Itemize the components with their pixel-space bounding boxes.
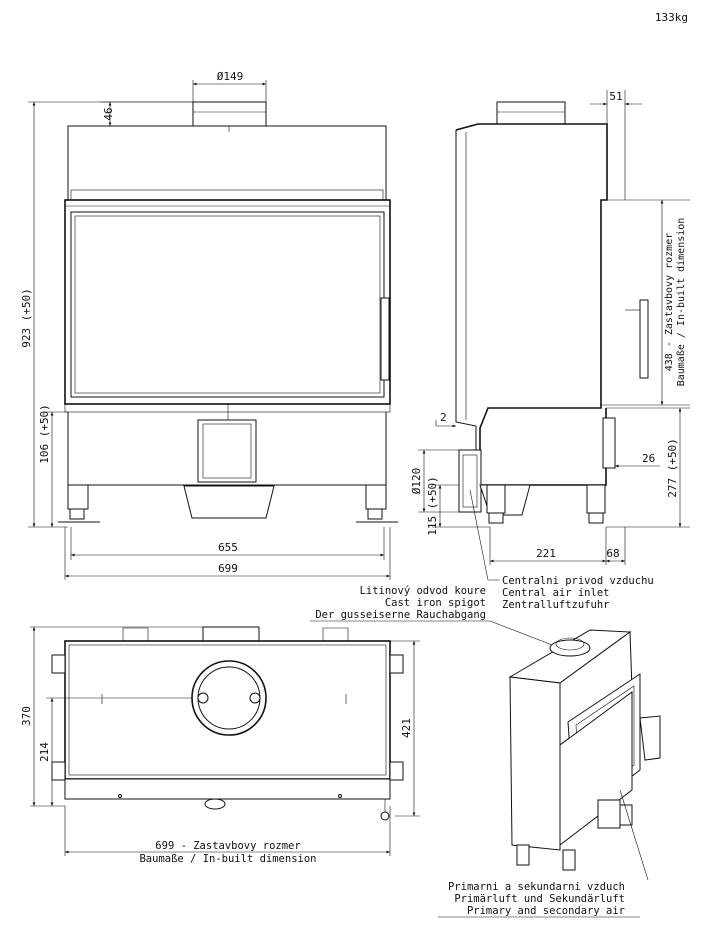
- svg-text:Primarni a sekundarni vzduch: Primarni a sekundarni vzduch: [448, 881, 625, 893]
- dim-builtin-side: 438 - Zastavbovy rozmer: [664, 233, 675, 371]
- dim-gap: 2: [440, 411, 447, 424]
- dim-68: 68: [606, 547, 619, 560]
- primary-air-label: Primarni a sekundarni vzduch Primärluft …: [438, 881, 640, 918]
- dim-total-height: 923 (+50): [20, 288, 33, 348]
- dim-flue-diameter: Ø149: [217, 70, 244, 83]
- dim-221: 221: [536, 547, 556, 560]
- spigot-label: Litinový odvod koure Cast iron spigot De…: [310, 585, 561, 649]
- dim-width-text: 699 - Zastavbovy rozmer: [155, 840, 300, 852]
- dim-total-width: 699: [218, 562, 238, 575]
- dim-277: 277 (+50): [666, 438, 679, 498]
- dim-214: 214: [38, 742, 51, 762]
- top-view: 370 214 421 699 - Zastavbovy rozmer Baum…: [20, 626, 420, 865]
- side-view: 51 438 - Zastavbovy rozmer Baumaße / In-…: [410, 90, 690, 581]
- front-legs: [58, 484, 398, 523]
- svg-text:Litinový odvod koure: Litinový odvod koure: [360, 585, 486, 597]
- dim-top-offset: 46: [102, 107, 115, 120]
- door-frame: [64, 199, 391, 405]
- dim-width-text-2: Baumaße / In-built dimension: [139, 853, 316, 865]
- svg-text:Central air inlet: Central air inlet: [502, 587, 609, 599]
- dim-421: 421: [400, 718, 413, 738]
- air-inlet-pipe: [458, 449, 482, 513]
- dim-air-diameter: Ø120: [410, 468, 423, 495]
- central-air-label: Centralni privod vzduchu Central air inl…: [502, 575, 654, 611]
- weight-label: 133kg: [655, 11, 688, 24]
- svg-text:Cast iron spigot: Cast iron spigot: [385, 597, 486, 609]
- dim-leg-height: 106 (+50): [38, 404, 51, 464]
- dim-370: 370: [20, 706, 33, 726]
- door-handle: [380, 297, 390, 381]
- glass-panel: [70, 211, 385, 398]
- svg-text:Primärluft und Sekundärluft: Primärluft und Sekundärluft: [454, 893, 625, 905]
- dim-air-height: 115 (+50): [426, 476, 439, 536]
- dim-inner-width: 655: [218, 541, 238, 554]
- dim-rear-offset: 51: [609, 90, 622, 103]
- svg-text:Primary and secondary air: Primary and secondary air: [467, 905, 625, 917]
- svg-text:Der gusseiserne Rauchabgang: Der gusseiserne Rauchabgang: [315, 609, 486, 621]
- dim-builtin-side-2: Baumaße / In-built dimension: [676, 218, 687, 387]
- dim-26: 26: [642, 452, 655, 465]
- isometric-view: [508, 629, 661, 881]
- flue-spigot: [192, 101, 267, 127]
- svg-text:Zentralluftzufuhr: Zentralluftzufuhr: [502, 599, 609, 611]
- air-box: [197, 419, 257, 483]
- front-view: Ø149 46 923 (+50) 106 (+50) 655 699: [20, 70, 398, 580]
- svg-text:Centralni privod vzduchu: Centralni privod vzduchu: [502, 575, 654, 587]
